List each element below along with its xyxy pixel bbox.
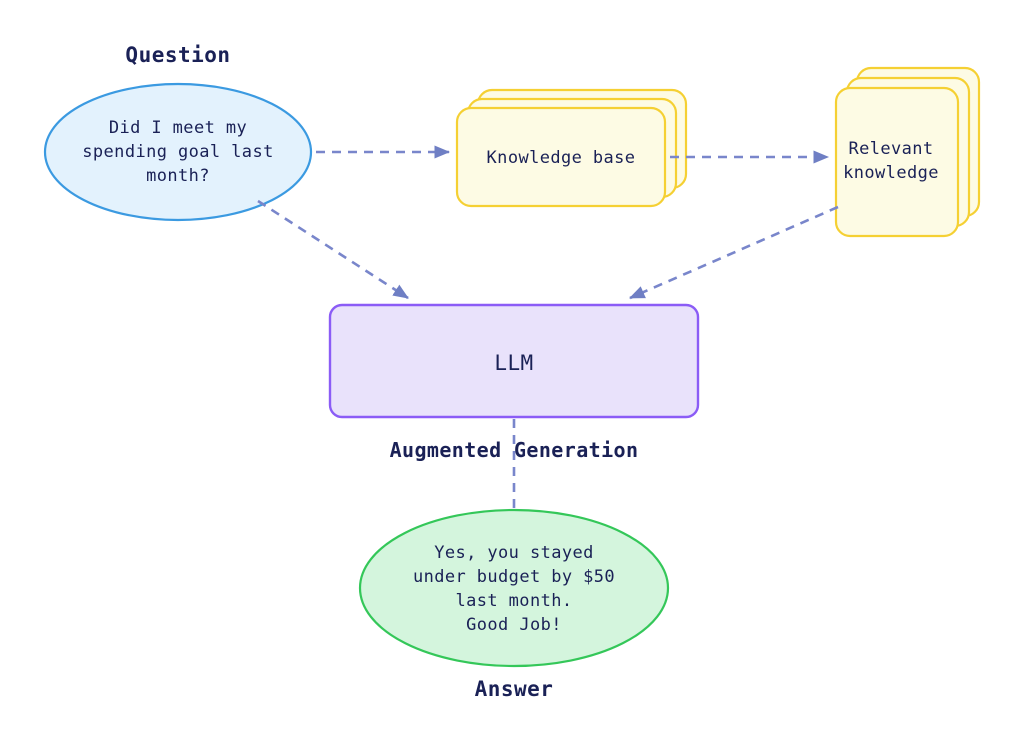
relevant-knowledge-line-2: knowledge (843, 163, 939, 183)
node-answer[interactable]: Yes, you stayed under budget by $50 last… (358, 508, 670, 668)
question-ellipse-shape (43, 82, 313, 222)
knowledge-base-label: Knowledge base (487, 148, 636, 168)
answer-heading: Answer (475, 677, 554, 701)
question-line-1: Did I meet my (109, 118, 247, 138)
node-question[interactable]: Did I meet my spending goal last month? (43, 82, 313, 222)
question-heading: Question (125, 43, 230, 67)
answer-ellipse-shape (358, 508, 670, 668)
node-llm[interactable]: LLM (328, 303, 700, 419)
answer-line-3: last month. (456, 591, 573, 611)
question-line-3: month? (146, 166, 210, 186)
question-line-2: spending goal last (82, 142, 273, 162)
edge-relevant-knowledge-to-llm (629, 205, 839, 300)
llm-box-shape (328, 303, 700, 419)
llm-label: LLM (494, 351, 533, 375)
node-knowledge-base[interactable]: Knowledge base (455, 88, 688, 208)
answer-line-4: Good Job! (466, 615, 562, 635)
answer-line-1: Yes, you stayed (434, 543, 594, 563)
relevant-knowledge-card-front (834, 86, 960, 238)
edge-question-to-llm (257, 199, 409, 300)
knowledge-base-card-front (455, 106, 667, 208)
edge-label-augmented-generation: Augmented Generation (390, 438, 639, 462)
relevant-knowledge-line-1: Relevant (848, 139, 933, 159)
node-relevant-knowledge[interactable]: Relevant knowledge (834, 66, 981, 238)
answer-line-2: under budget by $50 (413, 567, 615, 587)
